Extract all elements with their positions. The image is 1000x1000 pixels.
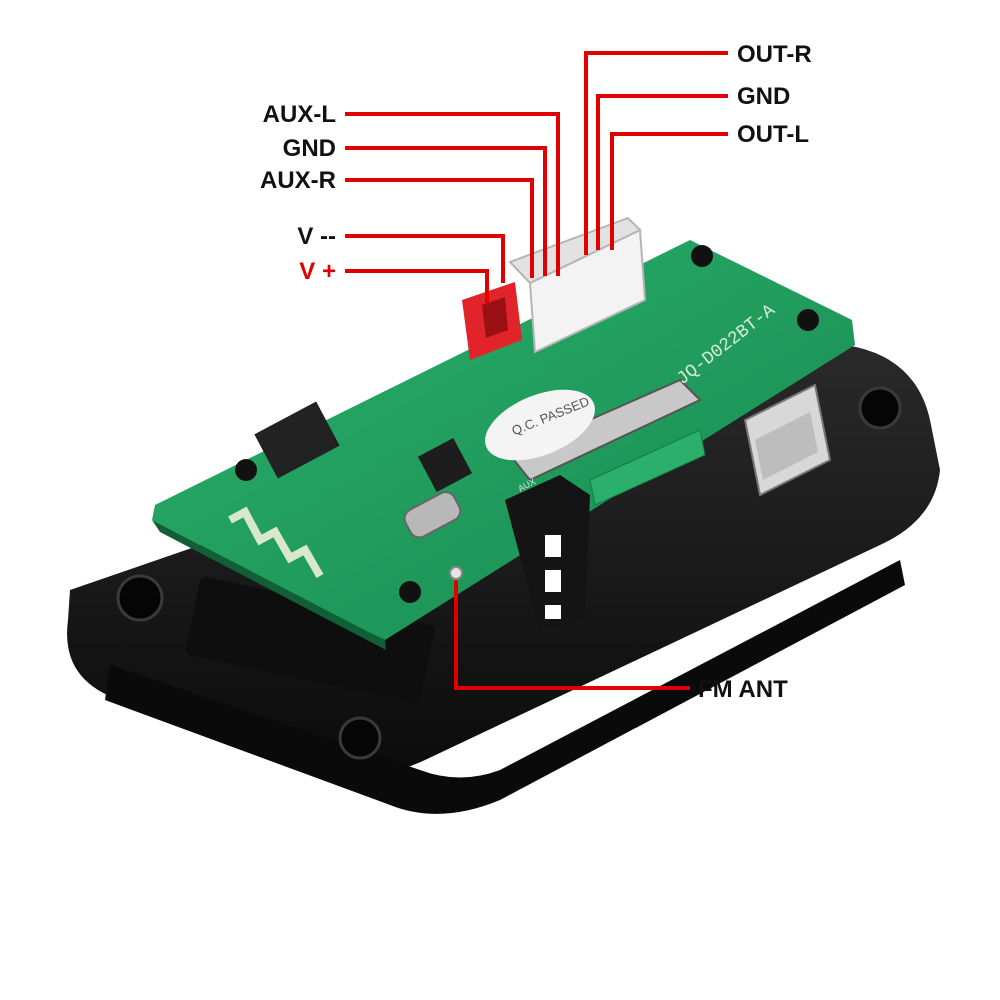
- label-aux-r: AUX-R: [260, 167, 336, 194]
- leader-fm-ant: [454, 580, 690, 690]
- leader-v-minus: [345, 234, 505, 283]
- leader-lines: [345, 51, 728, 690]
- screw-hole: [116, 574, 164, 622]
- leader-gnd-out: [596, 94, 728, 250]
- sd-card-slot: [508, 378, 702, 482]
- white-connector: [508, 216, 647, 354]
- pcb-mount-hole: [691, 245, 713, 267]
- pcb-mount-hole: [399, 581, 421, 603]
- leader-out-l: [610, 132, 728, 250]
- leader-v-plus: [345, 269, 489, 303]
- leader-aux-l: [345, 112, 560, 276]
- label-fm-ant: FM ANT: [698, 676, 788, 703]
- fm-antenna-pad: [449, 566, 463, 580]
- leader-aux-r: [345, 178, 534, 278]
- regulator-chip: [254, 401, 340, 479]
- label-v-plus: V +: [299, 258, 336, 285]
- chip: [417, 437, 473, 493]
- leader-out-r: [584, 51, 728, 255]
- pcb-board: Q.C. PASSED JQ-D022BT-A: [152, 240, 855, 650]
- label-gnd-aux: GND: [283, 135, 336, 162]
- label-gnd-out: GND: [737, 83, 790, 110]
- usb-port: [743, 383, 832, 497]
- label-aux-l: AUX-L: [263, 101, 336, 128]
- label-out-r: OUT-R: [737, 41, 812, 68]
- pcb-mount-hole: [235, 459, 257, 481]
- leader-gnd-aux: [345, 146, 547, 276]
- pin-labels: OUT-R GND OUT-L AUX-L GND AUX-R V -- V +…: [260, 41, 812, 703]
- red-power-connector: [462, 282, 522, 360]
- label-out-l: OUT-L: [737, 121, 809, 148]
- label-v-minus: V --: [297, 223, 336, 250]
- pcb-mount-hole: [797, 309, 819, 331]
- screw-hole: [338, 716, 382, 760]
- qc-sticker: [485, 389, 595, 461]
- crystal: [403, 491, 462, 539]
- screw-hole: [858, 386, 902, 430]
- bluetooth-antenna: [228, 506, 324, 578]
